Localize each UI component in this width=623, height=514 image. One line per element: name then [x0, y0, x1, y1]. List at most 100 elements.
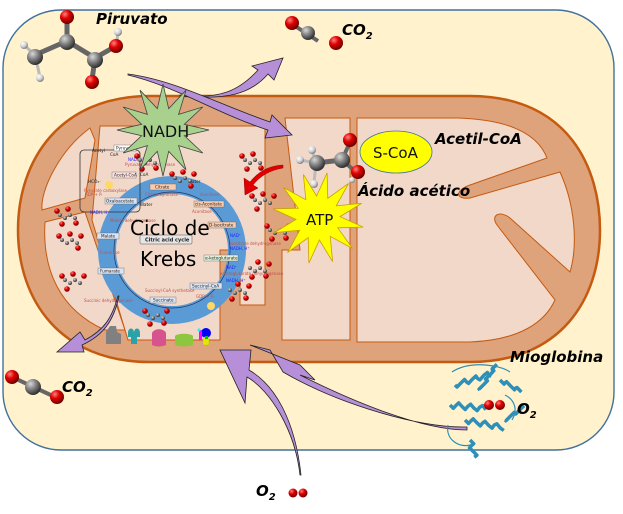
- label-piruvato: Piruvato: [96, 10, 168, 28]
- carbon-atom: [263, 269, 267, 273]
- molecule-cluster: [142, 308, 170, 327]
- svg-text:Malate: Malate: [101, 234, 116, 239]
- intermediate-fumarate: Fumarate: [97, 267, 125, 275]
- svg-text:Citrate: Citrate: [155, 185, 170, 190]
- gtp-burst-icon: [207, 302, 215, 310]
- enzyme-succinic-dehydrogenase: Succinic dehydrogenase: [84, 298, 133, 303]
- oxygen-atom: [244, 166, 250, 172]
- molecule-cluster: [228, 281, 252, 302]
- cofactor-water-2: Water: [140, 202, 153, 207]
- oxygen-atom: [258, 165, 264, 171]
- alpha-helix: [467, 438, 479, 459]
- carbon-atom: [151, 316, 155, 320]
- carbon-atom: [178, 179, 182, 183]
- intermediate-cis-aconitate: cis-Aconitate: [193, 200, 225, 208]
- oxygen-atom: [67, 231, 73, 237]
- cofactor-acetyl: Acetyl: [92, 148, 105, 153]
- ciclo-de-krebs-line1: Ciclo de: [130, 216, 210, 240]
- arrows: [55, 57, 468, 476]
- carbon-atom: [156, 313, 160, 317]
- carbon-atom: [253, 269, 257, 273]
- enzyme-pyruvate-carboxylase: Pyruvate carboxylase: [84, 188, 128, 193]
- molecule-cluster: [59, 271, 87, 292]
- atp-small-burst-icon: [105, 181, 113, 189]
- electron-transport-chain: [106, 326, 211, 347]
- alpha-helix: [453, 370, 492, 389]
- label-co2-left: CO2: [62, 378, 93, 399]
- oxygen-atom: [260, 191, 266, 197]
- cofactor-water-1: Water: [188, 179, 201, 184]
- cofactor-nadh-1: NADH, H⁺: [128, 157, 147, 162]
- enzyme-succinyl-coa-synthetase: Succinyl-CoA synthetase: [145, 288, 195, 293]
- oxygen-atom: [78, 233, 84, 239]
- arrow-acetate-to-krebs-red: [243, 164, 284, 196]
- cofactor-gdp: GDP + Pᵢ: [196, 294, 214, 299]
- carbon-atom: [68, 281, 72, 285]
- carbon-atom: [60, 238, 64, 242]
- carbon-atom: [248, 161, 252, 165]
- intermediate-d-isocitrate: D-Isocitrate: [207, 221, 237, 229]
- svg-text:D-Isocitrate: D-Isocitrate: [209, 223, 234, 228]
- carbon-atom: [253, 158, 257, 162]
- myoglobin-o2: [484, 400, 505, 410]
- intermediate-malate: Malate: [96, 232, 120, 240]
- oxygen-atom: [64, 286, 70, 292]
- cofactor-coa-2: CoA: [140, 172, 148, 177]
- oxygen-atom: [264, 223, 270, 229]
- carbon-atom: [258, 161, 262, 165]
- molecule-cluster: [169, 169, 197, 189]
- co2-molecule-left: [5, 370, 64, 404]
- enzyme-aconitase-2: Aconitase: [192, 209, 212, 214]
- arrow-pyruvate-to-acetate: [127, 73, 293, 139]
- carbon-atom: [238, 288, 242, 292]
- oxygen-atom: [164, 308, 170, 314]
- atp-synthase-icon: [197, 328, 211, 346]
- complex-ii-icon: [128, 328, 140, 344]
- svg-text:α-ketoglutarate: α-ketoglutarate: [205, 256, 238, 261]
- carbon-atom: [153, 161, 157, 165]
- carbon-atom: [68, 213, 72, 217]
- svg-text:Fumarate: Fumarate: [100, 269, 120, 274]
- carbon-atom: [183, 176, 187, 180]
- carbon-atom: [146, 313, 150, 317]
- oxygen-atom: [180, 169, 186, 175]
- oxygen-atom: [81, 273, 87, 279]
- oxygen-atom: [188, 183, 194, 189]
- carbon-atom: [258, 266, 262, 270]
- oxygen-atom: [239, 153, 245, 159]
- pyruvate-molecule: [20, 10, 123, 89]
- svg-text:Succinate: Succinate: [153, 298, 174, 303]
- oxygen-atom: [70, 271, 76, 277]
- complex-i-icon: [106, 326, 121, 344]
- carbon-atom: [63, 278, 67, 282]
- oxygen-atom: [246, 283, 252, 289]
- alpha-helix: [477, 363, 499, 392]
- pyruvate-dehydrogenase-box: [79, 149, 141, 213]
- oxygen-atom: [56, 233, 62, 239]
- citric-acid-cycle-label: Citric acid cycle: [145, 238, 190, 244]
- intermediate-succinate: Succinate: [149, 296, 177, 304]
- label-o2-myoglobin-subscript: 2: [530, 410, 537, 421]
- intermediate-acetyl-coa: Acetyl-CoA: [111, 171, 137, 179]
- carbon-atom: [228, 288, 232, 292]
- s-coa-group: S-CoA: [359, 130, 433, 174]
- oxygen-atom: [255, 259, 261, 265]
- molecule-cluster: [249, 191, 277, 212]
- cofactor-coa-1: CoA: [110, 152, 118, 157]
- oxygen-atom: [54, 208, 60, 214]
- carbon-atom: [65, 241, 69, 245]
- enzyme-citrate-synthase: Citrate synthase: [145, 192, 178, 197]
- oxygen-atom: [249, 193, 255, 199]
- matrix-compartment-center: [356, 117, 575, 343]
- molecule-cluster: [248, 259, 272, 280]
- oxygen-atom: [142, 308, 148, 314]
- oxygen-atom: [250, 151, 256, 157]
- atp-burst: ATP: [272, 172, 364, 264]
- label-o2-bottom-subscript: 2: [269, 492, 276, 503]
- svg-text:Acetyl-CoA: Acetyl-CoA: [114, 173, 137, 178]
- enzyme-aconitase-1: Aconitase: [200, 192, 220, 197]
- intermediate-citrate: Citrate: [149, 183, 177, 191]
- molecule-cluster: [54, 206, 79, 227]
- carbon-atom: [73, 216, 77, 220]
